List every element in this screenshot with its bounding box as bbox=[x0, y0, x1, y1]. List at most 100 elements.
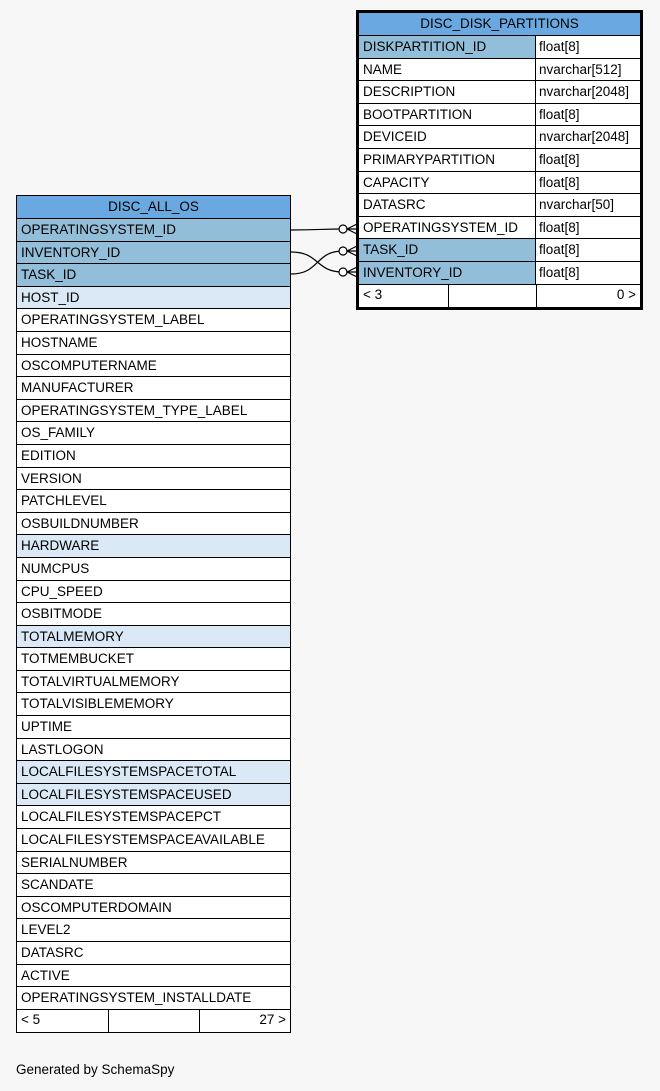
column-row[interactable]: VERSION bbox=[17, 467, 290, 491]
column-name: CPU_SPEED bbox=[21, 583, 103, 599]
optional-circle-2 bbox=[338, 246, 348, 256]
column-row[interactable]: TOTALVIRTUALMEMORY bbox=[17, 670, 290, 694]
column-row[interactable]: OSCOMPUTERNAME bbox=[17, 354, 290, 378]
column-type: float[8] bbox=[539, 174, 580, 190]
column-row[interactable]: LOCALFILESYSTEMSPACETOTAL bbox=[17, 761, 290, 784]
column-row[interactable]: TASK_ID bbox=[17, 264, 290, 287]
column-row[interactable]: MANUFACTURER bbox=[17, 377, 290, 400]
column-type: nvarchar[2048] bbox=[539, 129, 630, 145]
column-row[interactable]: EDITION bbox=[17, 444, 290, 468]
column-row[interactable]: PATCHLEVEL bbox=[17, 490, 290, 513]
column-name: LOCALFILESYSTEMSPACETOTAL bbox=[21, 764, 237, 780]
link-task-id bbox=[290, 250, 344, 275]
column-row[interactable]: HARDWARE bbox=[17, 535, 290, 558]
column-type: float[8] bbox=[539, 151, 580, 167]
parents-count[interactable]: < 5 bbox=[17, 1009, 109, 1032]
column-type: float[8] bbox=[539, 242, 580, 258]
column-name: DEVICEID bbox=[359, 126, 536, 148]
column-row[interactable]: HOST_ID bbox=[17, 286, 290, 310]
column-name: ACTIVE bbox=[21, 967, 70, 983]
column-name: DESCRIPTION bbox=[359, 81, 536, 103]
column-name: DATASRC bbox=[359, 194, 536, 216]
column-row[interactable]: OS_FAMILY bbox=[17, 422, 290, 445]
column-row[interactable]: TOTALMEMORY bbox=[17, 625, 290, 649]
table-footer: < 3 0 > bbox=[359, 284, 640, 307]
column-row[interactable]: OPERATINGSYSTEM_TYPE_LABEL bbox=[17, 399, 290, 423]
column-row[interactable]: DATASRC bbox=[17, 942, 290, 965]
column-row[interactable]: TOTALVISIBLEMEMORY bbox=[17, 693, 290, 717]
column-row[interactable]: LEVEL2 bbox=[17, 919, 290, 942]
column-name: OPERATINGSYSTEM_LABEL bbox=[21, 312, 205, 328]
column-type: nvarchar[50] bbox=[539, 197, 615, 213]
column-row[interactable]: INVENTORY_ID bbox=[17, 241, 290, 265]
footer-spacer bbox=[449, 284, 537, 307]
column-name: HOSTNAME bbox=[21, 334, 98, 350]
column-row[interactable]: LOCALFILESYSTEMSPACEPCT bbox=[17, 806, 290, 830]
column-name: SERIALNUMBER bbox=[21, 854, 128, 870]
column-row[interactable]: OSBUILDNUMBER bbox=[17, 512, 290, 536]
column-row[interactable]: UPTIME bbox=[17, 716, 290, 739]
crowfoot-2 bbox=[346, 245, 358, 257]
column-row[interactable]: SCANDATE bbox=[17, 874, 290, 897]
column-row[interactable]: TOTMEMBUCKET bbox=[17, 648, 290, 671]
column-name: PRIMARYPARTITION bbox=[359, 148, 536, 171]
children-count[interactable]: 0 > bbox=[616, 286, 636, 302]
column-name: INVENTORY_ID bbox=[17, 241, 290, 264]
column-name: OPERATINGSYSTEM_TYPE_LABEL bbox=[21, 402, 248, 418]
column-name: LOCALFILESYSTEMSPACEUSED bbox=[21, 786, 232, 802]
parents-count[interactable]: < 3 bbox=[359, 284, 449, 307]
column-row[interactable]: LOCALFILESYSTEMSPACEAVAILABLE bbox=[17, 829, 290, 852]
generated-by-label: Generated by SchemaSpy bbox=[16, 1062, 175, 1077]
children-count[interactable]: 27 > bbox=[259, 1011, 286, 1027]
column-name: SCANDATE bbox=[21, 877, 94, 893]
column-name: OPERATINGSYSTEM_ID bbox=[359, 216, 536, 239]
column-row[interactable]: LOCALFILESYSTEMSPACEUSED bbox=[17, 783, 290, 807]
column-name: OSCOMPUTERNAME bbox=[21, 357, 157, 373]
table-title[interactable]: DISC_ALL_OS bbox=[17, 196, 290, 219]
column-name: LOCALFILESYSTEMSPACEPCT bbox=[21, 809, 222, 825]
column-row[interactable]: OPERATINGSYSTEM_ID bbox=[17, 219, 290, 242]
column-row[interactable]: NUMCPUS bbox=[17, 557, 290, 581]
column-name: OSCOMPUTERDOMAIN bbox=[21, 899, 172, 915]
column-name: TOTALMEMORY bbox=[21, 628, 124, 644]
column-row[interactable]: OPERATINGSYSTEM_LABEL bbox=[17, 309, 290, 332]
column-name: TOTALVISIBLEMEMORY bbox=[21, 696, 174, 712]
column-name: EDITION bbox=[21, 447, 76, 463]
link-inventory-id bbox=[290, 251, 344, 273]
column-name: HOST_ID bbox=[21, 289, 80, 305]
column-row[interactable]: OPERATINGSYSTEM_INSTALLDATE bbox=[17, 987, 290, 1010]
column-type: float[8] bbox=[539, 219, 580, 235]
column-name: OPERATINGSYSTEM_ID bbox=[17, 219, 290, 241]
column-row[interactable]: CPU_SPEED bbox=[17, 580, 290, 604]
column-row[interactable]: OSBITMODE bbox=[17, 603, 290, 626]
column-name: NAME bbox=[359, 58, 536, 81]
column-row[interactable]: OSCOMPUTERDOMAIN bbox=[17, 896, 290, 920]
optional-circle-3 bbox=[338, 267, 348, 277]
table-title[interactable]: DISC_DISK_PARTITIONS bbox=[359, 13, 640, 36]
column-name: TOTMEMBUCKET bbox=[21, 651, 135, 667]
optional-circle-1 bbox=[338, 224, 348, 234]
column-row[interactable]: SERIALNUMBER bbox=[17, 851, 290, 875]
column-name: MANUFACTURER bbox=[21, 380, 134, 396]
column-row[interactable]: ACTIVE bbox=[17, 964, 290, 988]
column-name: TASK_ID bbox=[359, 239, 536, 261]
column-name: DISKPARTITION_ID bbox=[359, 36, 536, 58]
column-row[interactable]: HOSTNAME bbox=[17, 331, 290, 355]
column-row[interactable]: LASTLOGON bbox=[17, 738, 290, 762]
footer-spacer bbox=[109, 1009, 200, 1032]
